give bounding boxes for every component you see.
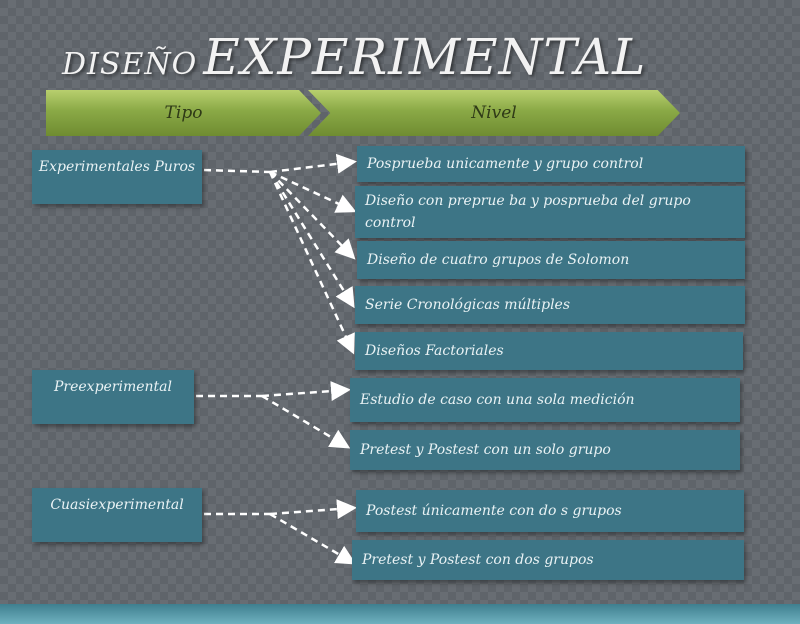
type-label: Preexperimental — [53, 379, 173, 395]
connector-g1-l3 — [269, 171, 356, 260]
type-box-experimentales-puros: Experimentales Puros — [32, 150, 202, 204]
level-label: Diseño de cuatro grupos de Solomon — [367, 252, 630, 268]
level-box: Serie Cronológicas múltiples — [355, 286, 745, 324]
type-label: Experimentales Puros — [38, 159, 196, 175]
header-nivel-label: Nivel — [471, 103, 517, 123]
level-label: Posprueba unicamente y grupo control — [367, 156, 644, 172]
level-label: Pretest y Postest con un solo grupo — [360, 442, 611, 458]
connector-g1-l5 — [268, 171, 355, 355]
connector-g1-l4 — [268, 171, 355, 309]
level-box: Estudio de caso con una sola medición — [350, 378, 740, 422]
connector-g2-l1 — [261, 381, 351, 402]
type-label: Cuasiexperimental — [50, 497, 184, 513]
connector-g1-l1 — [269, 153, 357, 174]
level-label: Estudio de caso con una sola medición — [360, 392, 635, 408]
connector-g1-stem — [203, 168, 271, 174]
connector-g3-l1 — [269, 499, 357, 520]
level-box: Diseño con preprue ba y posprueba del gr… — [355, 186, 745, 238]
header-tipo-label: Tipo — [164, 103, 203, 123]
header-arrow-tipo: Tipo — [46, 90, 321, 136]
level-label: Postest únicamente con do s grupos — [366, 503, 622, 519]
title-small: DISEÑO — [62, 47, 198, 82]
level-box: Diseño de cuatro grupos de Solomon — [357, 241, 745, 279]
title-big: EXPERIMENTAL — [203, 28, 647, 86]
level-label: Diseño con preprue ba y posprueba del gr… — [365, 193, 691, 231]
bottom-band — [0, 604, 800, 624]
level-label: Serie Cronológicas múltiples — [365, 297, 571, 313]
level-box: Pretest y Postest con dos grupos — [352, 540, 744, 580]
type-box-preexperimental: Preexperimental — [32, 370, 194, 424]
connector-g1-l2 — [269, 170, 357, 213]
header-arrow-nivel: Nivel — [308, 90, 680, 136]
level-label: Diseños Factoriales — [365, 343, 504, 359]
connector-g3-l2 — [269, 512, 357, 565]
page-title: DISEÑO EXPERIMENTAL — [62, 28, 646, 86]
level-box: Postest únicamente con do s grupos — [356, 490, 744, 532]
level-box: Posprueba unicamente y grupo control — [357, 146, 745, 182]
level-label: Pretest y Postest con dos grupos — [362, 552, 594, 568]
level-box: Diseños Factoriales — [355, 332, 743, 370]
type-box-cuasiexperimental: Cuasiexperimental — [32, 488, 202, 542]
level-box: Pretest y Postest con un solo grupo — [350, 430, 740, 470]
connector-g2-l2 — [261, 394, 351, 449]
